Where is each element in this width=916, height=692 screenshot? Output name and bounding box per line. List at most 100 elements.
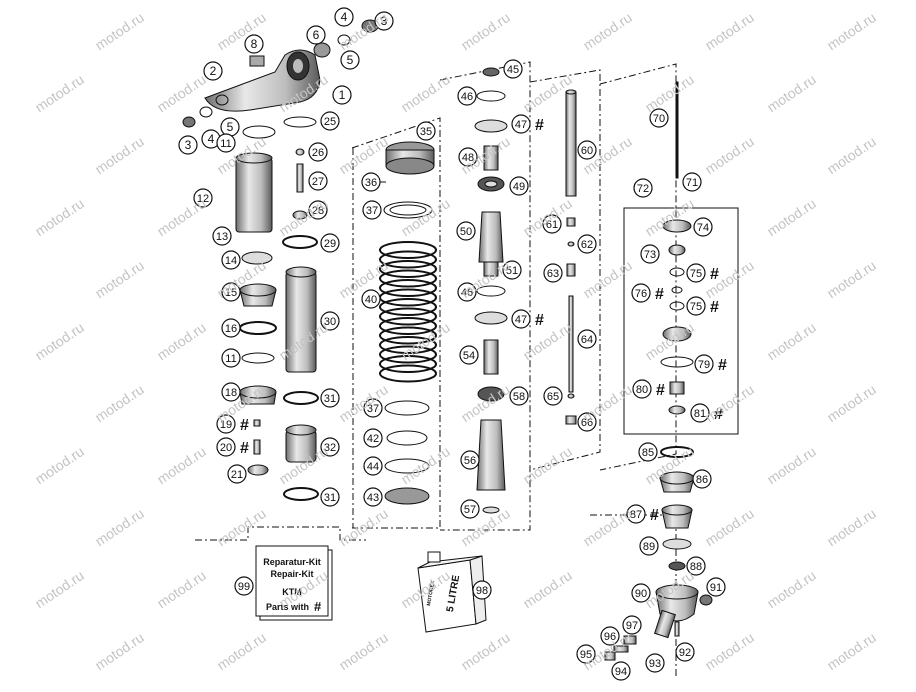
callout-number: 54 [463, 350, 475, 362]
callout-number: 47 [515, 119, 527, 131]
callout-circle [363, 428, 383, 448]
callout-number: 30 [324, 316, 336, 328]
callout-number: 21 [231, 469, 243, 481]
callout-56: 56 [460, 450, 480, 470]
callout-circle [577, 412, 597, 432]
spring-coil [379, 355, 437, 373]
callout-21: 21 [227, 464, 247, 484]
callout-circle [472, 580, 492, 600]
callout-31: 31 [320, 388, 340, 408]
callout-number: 79 [698, 359, 710, 371]
spring-coil [379, 298, 437, 316]
callout-circle [631, 583, 651, 603]
repair-kit-box: Reparatur-Kit Repair-Kit KTM Parts with … [255, 545, 333, 621]
callout-circle [509, 176, 529, 196]
callout-number: 92 [679, 647, 691, 659]
callout-circle [640, 244, 660, 264]
callout-number: 3 [381, 14, 388, 28]
callout-number: 70 [653, 113, 665, 125]
callout-circle [649, 108, 669, 128]
callout-4: 4 [334, 7, 354, 27]
spring-coil [379, 336, 437, 354]
column-5-parts [565, 89, 577, 425]
callout-circle [227, 464, 247, 484]
callout-number: 11 [220, 138, 231, 150]
lower-rings [384, 400, 430, 505]
callout-number: 63 [547, 268, 559, 280]
callout-60: 60 [577, 140, 597, 160]
callout-circle [320, 437, 340, 457]
callout-76: 76# [631, 283, 664, 303]
main-spring [379, 241, 437, 383]
callout-97: 97 [622, 615, 642, 635]
callout-circle [633, 178, 653, 198]
callout-94: 94 [611, 661, 631, 681]
callout-circle [308, 171, 328, 191]
callout-25: 25 [320, 111, 340, 131]
callout-circle [645, 653, 665, 673]
callout-99: 99 [234, 576, 254, 596]
callout-circle [457, 282, 477, 302]
callout-circle [362, 200, 382, 220]
callout-75: 75# [686, 296, 719, 316]
callout-70: 70 [649, 108, 669, 128]
spring-coil [379, 269, 437, 288]
callout-18: 18 [221, 382, 241, 402]
callout-80: 80# [632, 379, 665, 399]
callout-circle [682, 172, 702, 192]
spring-coil [379, 250, 437, 269]
callout-number: 2 [210, 64, 217, 78]
callout-73: 73 [640, 244, 660, 264]
callout-number: 85 [642, 447, 654, 459]
repair-kit-line2: Repair-Kit [270, 569, 313, 579]
spring-coil [379, 260, 437, 278]
repair-kit-hash: # [240, 417, 249, 434]
callout-circle [363, 398, 383, 418]
spring-coil [379, 241, 437, 259]
callout-number: 75 [690, 301, 702, 313]
callout-circle [511, 309, 531, 329]
callout-number: 31 [324, 492, 336, 504]
parts-with-hash: # [314, 599, 322, 614]
callout-number: 35 [420, 126, 432, 138]
repair-kit-hash: # [240, 440, 249, 457]
callout-number: 27 [312, 176, 324, 188]
callout-number: 81 [694, 408, 706, 420]
callout-circle [320, 233, 340, 253]
repair-kit-hash: # [710, 266, 719, 283]
callout-number: 56 [464, 455, 476, 467]
callout-11: 11 [221, 348, 241, 368]
callout-circle [577, 329, 597, 349]
callout-number: 47 [515, 314, 527, 326]
callout-87: 87# [626, 504, 659, 524]
callout-48: 48 [458, 147, 478, 167]
callout-90: 90 [631, 583, 651, 603]
callout-32: 32 [320, 437, 340, 457]
callout-number: 37 [366, 205, 378, 217]
callout-number: 4 [208, 132, 215, 146]
callout-65: 65 [543, 386, 563, 406]
callout-circle [216, 437, 236, 457]
column-2-parts [282, 116, 319, 501]
callout-19: 19# [216, 414, 249, 434]
callout-number: 48 [462, 152, 474, 164]
callout-circle [509, 386, 529, 406]
callout-circle [374, 11, 394, 31]
callout-number: 65 [547, 391, 559, 403]
callout-number: 11 [225, 353, 236, 365]
callout-number: 99 [238, 581, 250, 593]
callout-number: 5 [347, 53, 354, 67]
callout-number: 18 [225, 387, 237, 399]
spring-coil [379, 326, 437, 345]
callout-circle [577, 234, 597, 254]
callout-number: 20 [220, 442, 232, 454]
callout-number: 62 [581, 239, 593, 251]
callout-79: 79# [694, 354, 727, 374]
callout-circle [334, 7, 354, 27]
callout-number: 91 [710, 582, 722, 594]
callout-11: 11 [216, 133, 236, 153]
callout-circle [693, 217, 713, 237]
callout-29: 29 [320, 233, 340, 253]
